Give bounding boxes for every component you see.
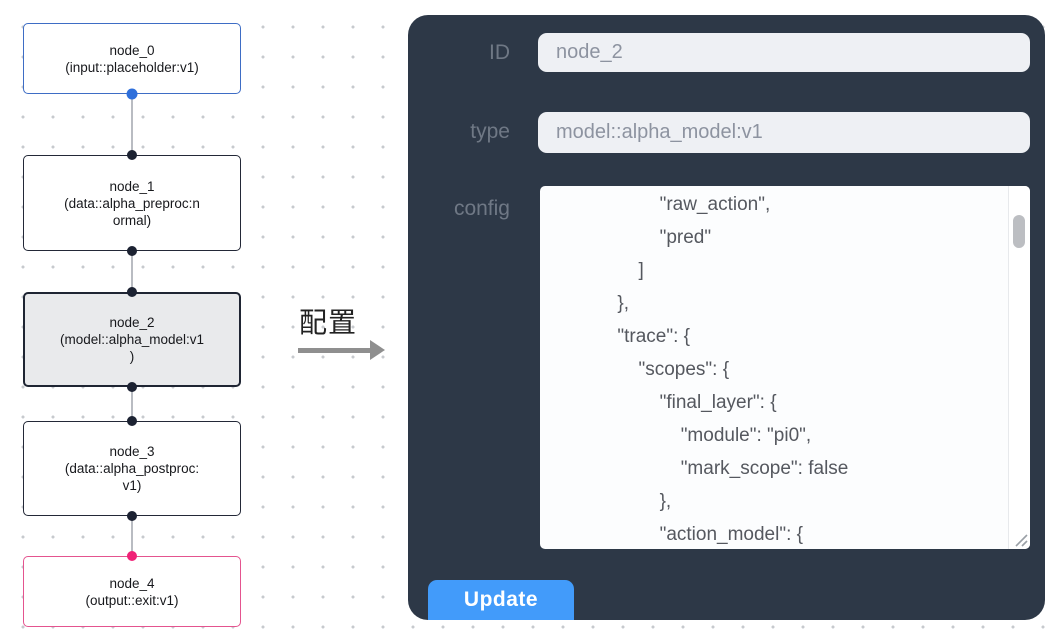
edge-node1-node2 — [131, 251, 133, 292]
handle-node_1-target[interactable] — [127, 150, 137, 160]
node-label: node_4 (output::exit:v1) — [85, 575, 179, 608]
handle-node_4-target[interactable] — [127, 551, 137, 561]
type-input[interactable] — [538, 112, 1030, 153]
config-field-label: config — [453, 197, 510, 220]
handle-node_1-source[interactable] — [127, 246, 137, 256]
handle-node_3-source[interactable] — [127, 511, 137, 521]
node-label: node_0 (input::placeholder:v1) — [65, 42, 199, 75]
flow-node-node_4[interactable]: node_4 (output::exit:v1) — [23, 556, 241, 627]
id-input[interactable] — [538, 33, 1030, 72]
node-label: node_3 (data::alpha_postproc: v1) — [64, 444, 200, 493]
flow-node-node_3[interactable]: node_3 (data::alpha_postproc: v1) — [23, 421, 241, 516]
flow-node-node_0[interactable]: node_0 (input::placeholder:v1) — [23, 23, 241, 94]
node-label: node_1 (data::alpha_preproc:n ormal) — [64, 178, 200, 228]
handle-node_0-source[interactable] — [126, 88, 138, 100]
config-scrollbar-thumb[interactable] — [1013, 215, 1025, 248]
node-inspector-panel: ID type config "raw_action", "pred" ] },… — [408, 15, 1045, 620]
right-arrow-icon — [298, 340, 386, 360]
handle-node_2-target[interactable] — [127, 287, 137, 297]
update-button[interactable]: Update — [428, 580, 574, 620]
textarea-resize-handle[interactable] — [1012, 531, 1028, 547]
config-textarea[interactable]: "raw_action", "pred" ] }, "trace": { "sc… — [540, 186, 1030, 549]
config-json-text: "raw_action", "pred" ] }, "trace": { "sc… — [617, 194, 849, 545]
edge-node0-node1 — [131, 94, 133, 155]
flow-node-node_1[interactable]: node_1 (data::alpha_preproc:n ormal) — [23, 155, 241, 251]
config-scrollbar[interactable] — [1008, 186, 1030, 549]
node-label: node_2 (model::alpha_model:v1 ) — [59, 315, 205, 364]
edge-node3-node4 — [131, 516, 133, 556]
handle-node_3-target[interactable] — [127, 416, 137, 426]
configure-annotation: 配置 — [299, 307, 358, 338]
type-field-label: type — [470, 120, 510, 143]
handle-node_2-source[interactable] — [127, 382, 137, 392]
id-field-label: ID — [489, 41, 510, 64]
flow-node-node_2-selected[interactable]: node_2 (model::alpha_model:v1 ) — [23, 292, 241, 387]
edge-node2-node3 — [131, 387, 133, 421]
